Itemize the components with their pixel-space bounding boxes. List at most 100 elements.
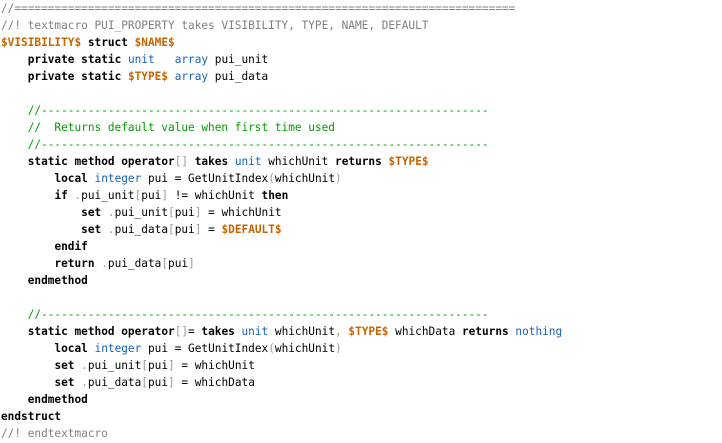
punctuation-token: . bbox=[107, 223, 115, 236]
code-text-token: whichUnit bbox=[274, 342, 336, 355]
code-text-token bbox=[1, 240, 54, 253]
code-text-token: pui = GetUnitIndex bbox=[141, 342, 269, 355]
keyword-token: set bbox=[54, 359, 75, 372]
macro-variable-token: $DEFAULT$ bbox=[221, 223, 282, 236]
punctuation-token: . bbox=[81, 376, 88, 389]
code-text-token bbox=[1, 104, 28, 117]
code-line[interactable]: $VISIBILITY$ struct $NAME$ bbox=[1, 34, 722, 51]
code-line[interactable]: static method operator[] takes unit whic… bbox=[1, 153, 722, 170]
punctuation-token: . bbox=[74, 189, 82, 202]
comment-token: //--------------------------------------… bbox=[27, 138, 489, 151]
code-line[interactable]: //--------------------------------------… bbox=[1, 136, 722, 153]
keyword-token: returns bbox=[335, 155, 382, 168]
code-line[interactable]: set .pui_unit[pui] = whichUnit bbox=[1, 204, 722, 221]
code-line[interactable]: //======================================… bbox=[1, 0, 722, 17]
code-text-token: pui bbox=[147, 359, 169, 372]
code-text-token bbox=[1, 70, 28, 83]
punctuation-token: ) bbox=[335, 342, 342, 355]
code-text-token: whichUnit bbox=[261, 155, 336, 168]
code-text-token: = whichUnit bbox=[201, 206, 282, 219]
code-line[interactable]: //--------------------------------------… bbox=[1, 102, 722, 119]
code-text-token bbox=[1, 257, 54, 270]
keyword-token: takes bbox=[194, 155, 229, 168]
keyword-token: return bbox=[54, 257, 95, 270]
code-line[interactable]: //--------------------------------------… bbox=[1, 306, 722, 323]
punctuation-token: . bbox=[81, 359, 88, 372]
code-text-token bbox=[1, 223, 81, 236]
type-token: nothing bbox=[515, 325, 563, 338]
code-text-token: = whichUnit bbox=[174, 359, 255, 372]
punctuation-token: ] bbox=[168, 359, 175, 372]
code-line[interactable]: //! textmacro PUI_PROPERTY takes VISIBIL… bbox=[1, 17, 722, 34]
code-line[interactable]: if .pui_unit[pui] != whichUnit then bbox=[1, 187, 722, 204]
keyword-token: set bbox=[54, 376, 75, 389]
keyword-token: local bbox=[54, 342, 88, 355]
code-text-token bbox=[1, 189, 54, 202]
keyword-token: method bbox=[74, 325, 115, 338]
punctuation-token: ] bbox=[194, 206, 202, 219]
code-text-token bbox=[88, 342, 95, 355]
code-text-token: != whichUnit bbox=[168, 189, 262, 202]
keyword-token: private bbox=[27, 53, 75, 66]
code-line[interactable]: endif bbox=[1, 238, 722, 255]
keyword-token: takes bbox=[201, 325, 235, 338]
keyword-token: set bbox=[81, 223, 102, 236]
code-line[interactable]: // Returns default value when first time… bbox=[1, 119, 722, 136]
macro-variable-token: $NAME$ bbox=[134, 36, 175, 49]
code-text-token bbox=[81, 36, 88, 49]
punctuation-token: [ bbox=[168, 206, 175, 219]
keyword-token: local bbox=[54, 172, 88, 185]
code-text-token bbox=[168, 70, 175, 83]
code-text-token bbox=[1, 206, 81, 219]
code-text-token: pui bbox=[174, 223, 195, 236]
code-line[interactable]: endmethod bbox=[1, 391, 722, 408]
type-token: unit bbox=[127, 53, 155, 66]
code-line[interactable]: return .pui_data[pui] bbox=[1, 255, 722, 272]
code-text-token bbox=[235, 325, 242, 338]
keyword-token: endif bbox=[54, 240, 88, 253]
code-line[interactable]: local integer pui = GetUnitIndex(whichUn… bbox=[1, 170, 722, 187]
code-text-token bbox=[1, 172, 54, 185]
code-line[interactable]: set .pui_data[pui] = $DEFAULT$ bbox=[1, 221, 722, 238]
punctuation-token: ) bbox=[335, 172, 342, 185]
code-text-token bbox=[1, 155, 28, 168]
punctuation-token: [ bbox=[141, 376, 148, 389]
code-text-token bbox=[1, 274, 28, 287]
punctuation-token: . bbox=[107, 206, 115, 219]
code-line[interactable]: set .pui_unit[pui] = whichUnit bbox=[1, 357, 722, 374]
punctuation-token: [ bbox=[134, 189, 142, 202]
type-token: array bbox=[174, 53, 209, 66]
code-text-token bbox=[155, 53, 175, 66]
code-line[interactable]: static method operator[]= takes unit whi… bbox=[1, 323, 722, 340]
code-line[interactable]: local integer pui = GetUnitIndex(whichUn… bbox=[1, 340, 722, 357]
type-token: integer bbox=[94, 342, 142, 355]
code-text-token: = bbox=[201, 223, 222, 236]
type-token: unit bbox=[241, 325, 269, 338]
keyword-token: static bbox=[81, 70, 122, 83]
code-line[interactable] bbox=[1, 289, 722, 306]
macro-variable-token: $VISIBILITY$ bbox=[1, 36, 82, 49]
code-text-token: pui_unit bbox=[87, 359, 142, 372]
code-text-token: pui bbox=[174, 206, 195, 219]
code-line[interactable]: private static unit array pui_unit bbox=[1, 51, 722, 68]
code-line[interactable]: private static $TYPE$ array pui_data bbox=[1, 68, 722, 85]
code-line[interactable]: endstruct bbox=[1, 408, 722, 425]
code-text-token: pui_data bbox=[87, 376, 142, 389]
code-line[interactable] bbox=[1, 85, 722, 102]
code-text-token: whichData bbox=[388, 325, 462, 338]
code-line[interactable]: endmethod bbox=[1, 272, 722, 289]
keyword-token: static bbox=[27, 155, 68, 168]
keyword-token: static bbox=[27, 325, 68, 338]
comment-token: // Returns default value when first time… bbox=[27, 121, 335, 134]
code-line[interactable]: set .pui_data[pui] = whichData bbox=[1, 374, 722, 391]
comment-token: //--------------------------------------… bbox=[27, 104, 489, 117]
macro-variable-token: $TYPE$ bbox=[348, 325, 389, 338]
code-text-token: whichUnit bbox=[268, 325, 336, 338]
code-text-token bbox=[101, 223, 108, 236]
code-text-token: pui_unit bbox=[81, 189, 135, 202]
code-line[interactable]: //! endtextmacro bbox=[1, 425, 722, 442]
punctuation-token: [ bbox=[168, 223, 175, 236]
keyword-token: if bbox=[54, 189, 68, 202]
code-text-token: whichUnit bbox=[274, 172, 336, 185]
